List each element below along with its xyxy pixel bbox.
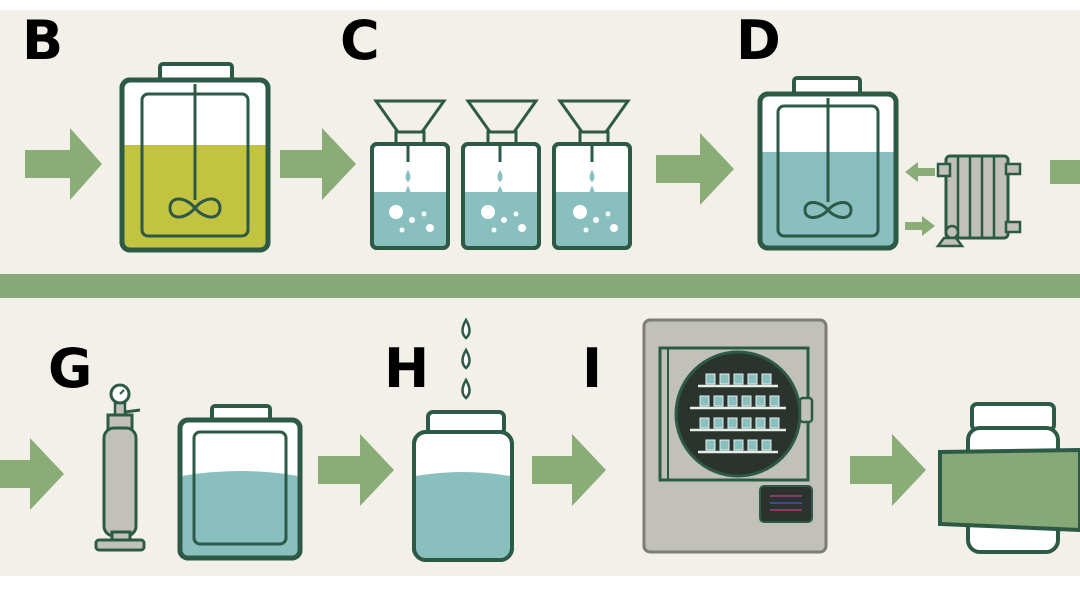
process-arrow-4-stub xyxy=(1050,160,1080,184)
heater-inflow-arrow xyxy=(905,216,935,236)
gas-cylinder-icon xyxy=(94,383,146,552)
process-arrow-6 xyxy=(318,434,394,506)
step-i-label: I xyxy=(582,337,603,400)
bottom-panel-background xyxy=(0,298,1080,576)
reactor-vessel-teal xyxy=(757,76,899,251)
jar-icon xyxy=(412,410,514,562)
process-arrow-5 xyxy=(0,438,64,510)
labeled-product-jar xyxy=(938,402,1080,554)
heater-radiator-icon xyxy=(935,154,1022,248)
process-arrow-2 xyxy=(280,128,356,200)
reactor-vessel-olive xyxy=(119,62,271,253)
step-d-label: D xyxy=(736,9,781,72)
step-b-label: B xyxy=(22,9,64,72)
falling-drops xyxy=(461,317,471,400)
step-g-label: G xyxy=(48,337,93,400)
step-h-label: H xyxy=(384,337,430,400)
process-arrow-1 xyxy=(25,128,102,200)
row-divider xyxy=(0,274,1080,298)
process-arrow-8 xyxy=(850,434,926,506)
heater-outflow-arrow xyxy=(905,162,935,182)
process-arrow-7 xyxy=(532,434,606,506)
filtration-bottles xyxy=(370,99,632,250)
freeze-dryer-icon xyxy=(642,318,828,554)
holding-tank xyxy=(177,404,303,561)
step-c-label: C xyxy=(340,9,380,72)
process-arrow-3 xyxy=(656,133,734,205)
